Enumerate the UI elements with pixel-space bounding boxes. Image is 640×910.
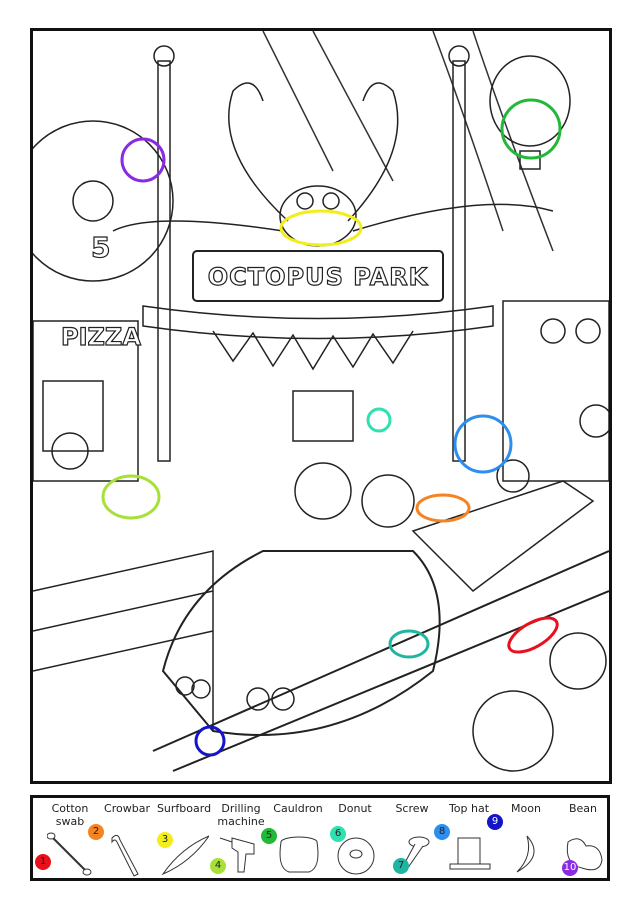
found-marker-moon — [194, 725, 226, 757]
legend-item-screw: Screw 7 — [383, 802, 441, 878]
found-marker-crowbar — [415, 493, 471, 523]
lamp-pole — [157, 60, 171, 462]
legend-number-badge: 6 — [330, 826, 346, 842]
pizza-sign: PIZZA — [60, 322, 141, 351]
legend-item-label: Top hat — [448, 802, 490, 815]
amusement-park-drawing — [33, 31, 609, 772]
hot-air-balloon — [489, 55, 571, 147]
found-marker-surfboard — [279, 209, 363, 247]
pizza-building — [33, 320, 139, 482]
lamp-pole — [452, 60, 466, 462]
drill-icon — [219, 837, 255, 873]
moon-icon — [516, 835, 535, 873]
found-marker-bean — [120, 137, 166, 183]
puzzle-scene: OCTOPUS PARK PIZZA 5 — [30, 28, 612, 784]
legend-number-badge: 9 — [487, 814, 503, 830]
found-marker-screw — [388, 629, 430, 659]
cauldron-icon — [279, 836, 319, 873]
donut-icon — [337, 837, 375, 875]
found-marker-top-hat — [453, 414, 513, 474]
legend-item-label: Bean — [568, 802, 598, 815]
legend-item-label: Cauldron — [273, 802, 323, 815]
surfboard-icon — [161, 835, 209, 876]
legend-item-cotton-swab: Cotton swab 1 — [35, 802, 99, 878]
legend-number-badge: 5 — [261, 828, 277, 844]
legend-item-moon: Moon 9 — [487, 802, 555, 878]
park-sign-title: OCTOPUS PARK — [207, 262, 429, 291]
found-marker-drill — [101, 474, 161, 520]
found-marker-cotton-swab — [507, 616, 559, 654]
octopus-park-sign — [192, 250, 444, 302]
legend-item-label: Moon — [511, 802, 541, 815]
legend-item-top-hat: Top hat 8 — [434, 802, 498, 878]
crowbar-icon — [111, 834, 139, 877]
number-sign: 5 — [90, 230, 111, 264]
legend-item-label: Crowbar — [104, 802, 150, 815]
found-marker-cauldron — [500, 98, 562, 160]
legend-number-badge: 4 — [210, 858, 226, 874]
found-marker-donut — [366, 407, 392, 433]
rider-child — [361, 474, 415, 528]
legend-number-badge: 8 — [434, 824, 450, 840]
legend-item-surfboard: Surfboard 3 — [155, 802, 213, 878]
legend-item-label: Surfboard — [156, 802, 212, 815]
legend-item-bean: Bean 10 — [554, 802, 612, 878]
ferris-wheel — [33, 120, 174, 282]
legend-number-badge: 10 — [562, 860, 578, 876]
legend-item-cauldron: Cauldron 5 — [261, 802, 327, 878]
rider-child — [294, 462, 352, 520]
legend-number-badge: 7 — [393, 858, 409, 874]
legend-item-donut: Donut 6 — [326, 802, 384, 878]
legend-item-label: Screw — [395, 802, 429, 815]
legend-item-label: Donut — [338, 802, 372, 815]
legend-number-badge: 2 — [88, 824, 104, 840]
legend-number-badge: 3 — [157, 832, 173, 848]
legend-number-badge: 1 — [35, 854, 51, 870]
legend-item-drilling-machine: Drilling machine 4 — [210, 802, 270, 878]
legend-item-label: Drilling machine — [217, 802, 265, 828]
legend-item-label: Cotton swab — [51, 802, 89, 828]
cotton-swab-icon — [47, 832, 92, 876]
top-hat-icon — [449, 837, 491, 870]
coaster-car — [161, 550, 441, 736]
